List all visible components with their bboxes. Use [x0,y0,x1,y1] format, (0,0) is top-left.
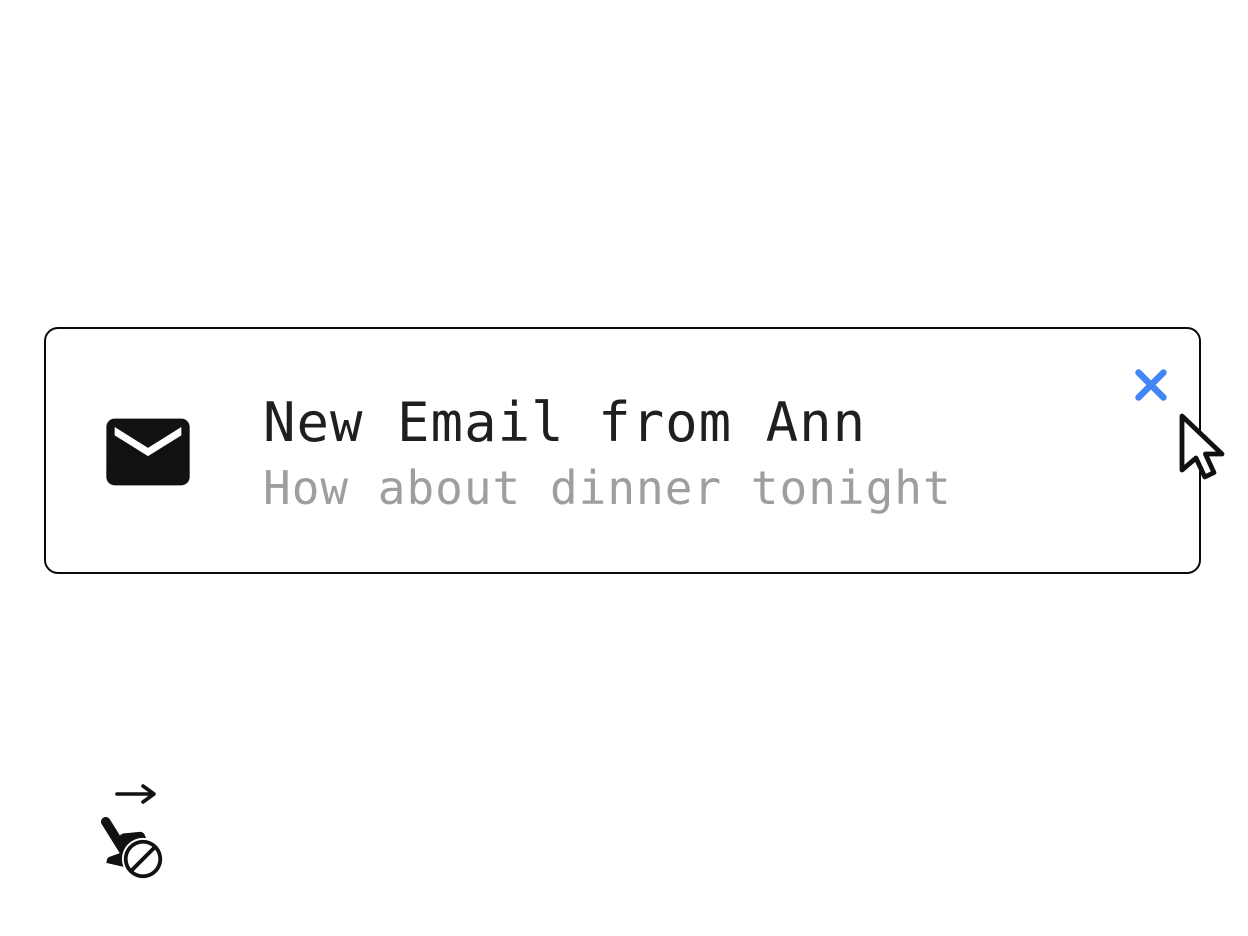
notification-card[interactable]: New Email from Ann How about dinner toni… [44,327,1201,574]
notification-subtitle: How about dinner tonight [263,461,952,515]
notification-text: New Email from Ann How about dinner toni… [263,389,952,519]
close-icon[interactable] [1128,362,1174,408]
swipe-disabled-gesture [80,778,180,888]
notification-title: New Email from Ann [263,391,867,454]
email-icon [98,402,198,506]
blocked-icon [120,836,166,886]
arrow-right-icon [114,782,160,810]
